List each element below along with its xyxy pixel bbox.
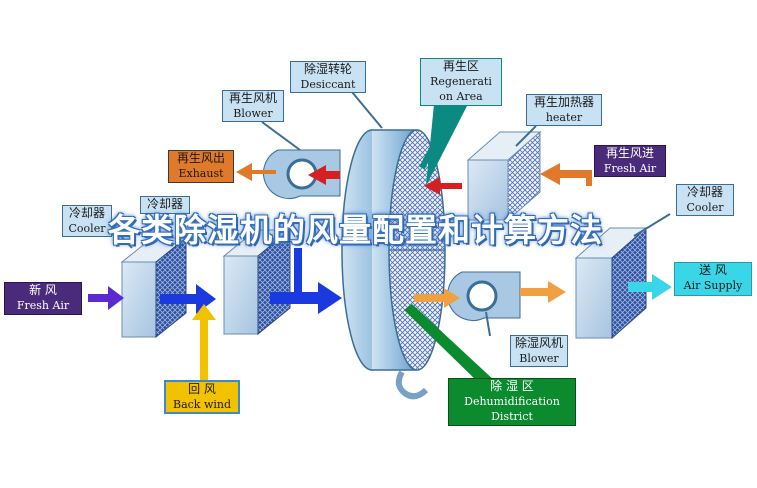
exhaust-zh: 再生风出 [176,151,225,165]
dehumid-district-zh: 除 湿 区 [490,379,534,393]
regen-fresh-air-en: Fresh Air [603,162,657,175]
cooler-mid-unit [222,228,292,336]
dehumid-blower-en: Blower [519,352,559,365]
dehumid-blower-zh: 除湿风机 [514,336,563,350]
regeneration-area-label: 再生区 Regenerati on Area [420,58,502,106]
exhaust-en: Exhaust [178,167,224,180]
regen-fresh-air-zh: 再生风进 [605,146,654,160]
back-wind-label: 回 风 Back wind [164,380,240,414]
desiccant-en: Desiccant [300,78,356,91]
flow-arrows [88,163,672,380]
cooler-left-label: 冷却器 Cooler [62,205,112,237]
dehumid-blower-label: 除湿风机 Blower [510,335,568,367]
cooler-left-zh: 冷却器 [68,206,105,220]
desiccant-wheel [341,129,446,400]
regen-heater-unit [466,130,542,222]
back-wind-en: Back wind [172,398,232,411]
air-supply-en: Air Supply [683,279,743,292]
fresh-air-en: Fresh Air [16,299,70,312]
cooler-right-label: 冷却器 Cooler [676,184,734,216]
dehumid-district-label: 除 湿 区 Dehumidification District [448,378,576,426]
desiccant-label: 除湿转轮 Desiccant [290,61,366,93]
fresh-air-zh: 新 风 [29,283,57,297]
back-wind-zh: 回 风 [188,382,216,396]
regen-area-pointer [426,104,468,186]
cooler-left-en: Cooler [68,222,106,235]
cooler-mid-label: 冷却器 [140,196,190,214]
regen-area-en2: on Area [439,90,483,103]
article-title: 各类除湿机的风量配置和计算方法 [108,211,604,249]
cooler-mid-zh: 冷却器 [146,197,183,211]
air-supply-zh: 送 风 [699,263,727,277]
exhaust-label: 再生风出 Exhaust [168,150,234,183]
regen-blower-zh: 再生风机 [228,91,277,105]
regen-heater-label: 再生加热器 heater [526,94,602,126]
dehumid-district-en2: District [491,410,533,423]
air-supply-label: 送 风 Air Supply [674,262,752,296]
regen-fresh-air-label: 再生风进 Fresh Air [594,145,666,177]
cooler-right-zh: 冷却器 [686,185,723,199]
regen-heater-zh: 再生加热器 [533,95,594,109]
desiccant-zh: 除湿转轮 [303,62,352,76]
cooler-left-unit [120,236,188,339]
regen-blower-en: Blower [233,107,273,120]
regen-heater-en: heater [545,111,583,124]
regen-blower-label: 再生风机 Blower [222,90,284,122]
dehumid-blower-unit [447,271,521,321]
regen-area-zh: 再生区 [442,59,479,73]
dehumid-pointer [404,304,496,384]
cooler-right-en: Cooler [686,201,724,214]
dehumid-district-en1: Dehumidification [464,395,560,408]
fresh-air-label: 新 风 Fresh Air [4,282,82,315]
regen-area-en1: Regenerati [430,75,492,88]
regen-blower-unit [263,149,341,199]
